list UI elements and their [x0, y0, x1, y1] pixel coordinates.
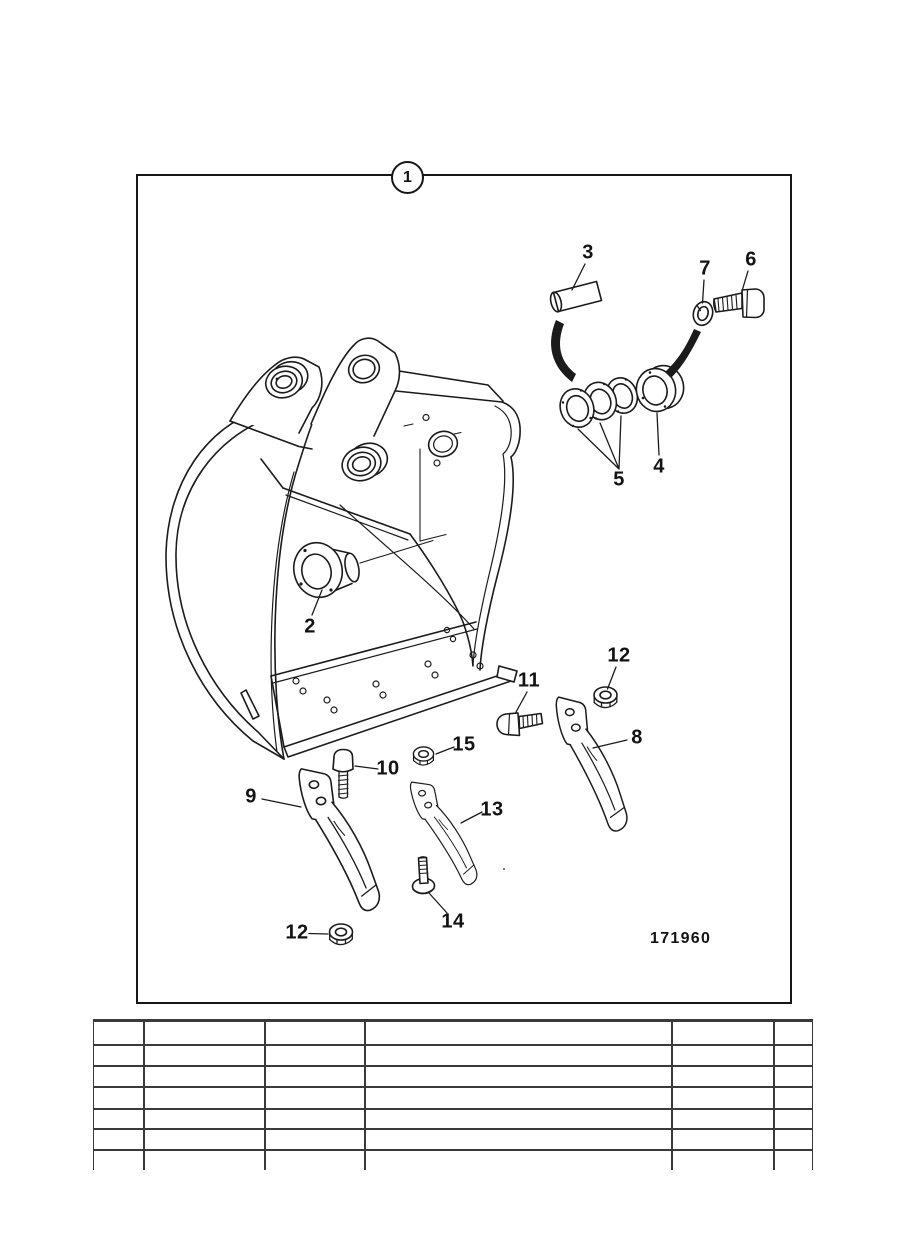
- callout-3: 3: [582, 241, 594, 264]
- callout-11: 11: [517, 669, 541, 692]
- pivot-pin-drawing: [549, 280, 603, 313]
- table-row-line: [94, 1086, 812, 1088]
- assembly-callout-label: 1: [403, 168, 412, 186]
- spring-washer-drawing: [692, 300, 714, 327]
- nut-12-top-drawing: [593, 686, 618, 709]
- callout-2: 2: [304, 615, 316, 638]
- floor-bolt-holes: [292, 626, 484, 714]
- tooth-right-drawing: [553, 688, 630, 839]
- table-row-line: [94, 1065, 812, 1067]
- callout-leader-lines: [261, 263, 749, 935]
- drawing-number: 171960: [650, 930, 712, 947]
- callout-9: 9: [245, 785, 257, 808]
- callout-10: 10: [376, 757, 400, 780]
- table-row-line: [94, 1128, 812, 1130]
- callout-15: 15: [452, 733, 476, 756]
- assembly-callout-badge: 1: [391, 161, 424, 194]
- callout-7: 7: [699, 257, 711, 280]
- callout-8: 8: [631, 726, 643, 749]
- table-column-line: [671, 1022, 673, 1170]
- bolt-6-drawing: [712, 288, 765, 319]
- bolt-14-drawing: [411, 856, 436, 895]
- bolt-10-drawing: [332, 748, 354, 799]
- figure-frame: [136, 174, 792, 1004]
- table-row-line: [94, 1149, 812, 1151]
- side-bushing-drawing: [292, 539, 434, 599]
- callout-4: 4: [653, 455, 665, 478]
- table-column-line: [773, 1022, 775, 1170]
- table-column-line: [264, 1022, 266, 1170]
- table-row-line: [94, 1044, 812, 1046]
- table-column-line: [364, 1022, 366, 1170]
- assembly-flow-arrows: [551, 320, 701, 382]
- callout-6: 6: [745, 248, 757, 271]
- callout-12-top: 12: [607, 644, 631, 667]
- table-column-line: [143, 1022, 145, 1170]
- bolt-11-drawing: [496, 712, 544, 737]
- nut-12-bottom-drawing: [328, 923, 354, 946]
- parts-table: [93, 1019, 813, 1170]
- callout-13: 13: [480, 798, 504, 821]
- table-row-line: [94, 1108, 812, 1110]
- seal-rings-drawing: [559, 377, 639, 428]
- collar-drawing: [635, 364, 685, 413]
- bucket-drawing: [165, 337, 521, 870]
- callout-14: 14: [441, 910, 465, 933]
- callout-5: 5: [613, 468, 625, 491]
- callout-12-bottom: 12: [285, 921, 309, 944]
- nut-15-drawing: [412, 746, 435, 766]
